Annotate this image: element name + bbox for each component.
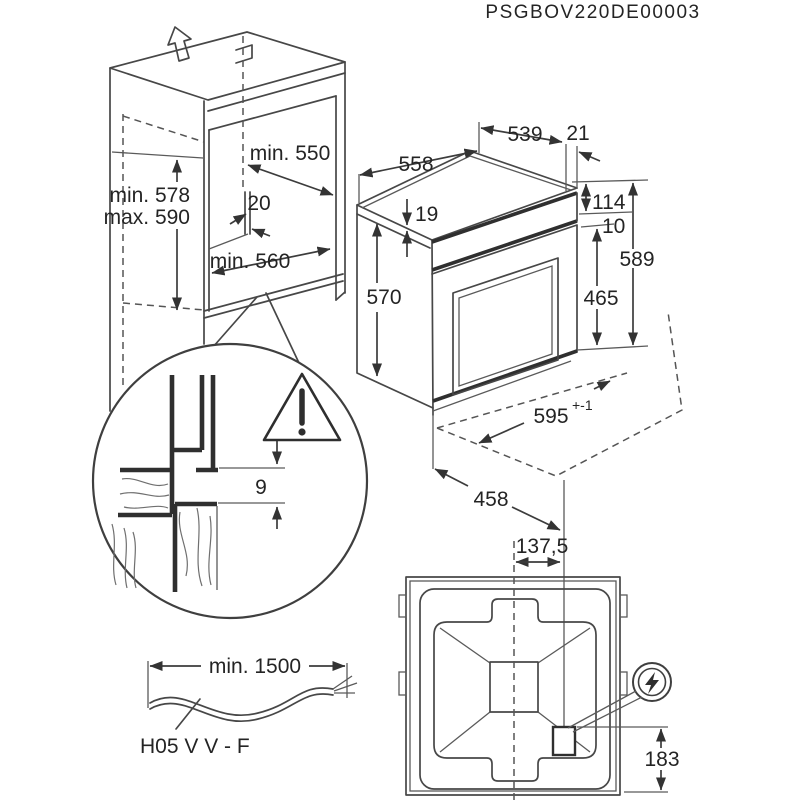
cable-wire-ends	[332, 675, 358, 694]
dim-width: 595	[533, 405, 568, 428]
dim-width-tolerance: +-1	[572, 397, 593, 413]
rear-view-diagram: 137,5 183	[398, 535, 680, 800]
oven-door-window	[452, 257, 559, 396]
dim-depth-body: 539	[507, 123, 542, 146]
dim-height-back: 589	[619, 248, 654, 271]
up-arrow-icon	[167, 26, 192, 62]
cable-curve	[149, 687, 334, 716]
lightning-bolt-icon	[632, 662, 672, 702]
dim-depth-top: min. 550	[250, 142, 331, 165]
cabinet-niche-diagram: min. 550 min. 578 max. 590 20 min. 560	[104, 26, 346, 412]
dim-floor-depth: 458	[473, 488, 508, 511]
document-code-title: PSGBOV220DE00003	[485, 2, 700, 23]
oven-diagram: 558 539 21 19 114 10 589 570 465 595 +-1…	[356, 122, 683, 727]
detail-callout-wedge	[212, 292, 300, 364]
mounting-detail-circle: 9	[91, 342, 369, 620]
warning-triangle-icon	[262, 372, 342, 442]
dim-back-gap: 20	[247, 192, 270, 215]
dim-depth-total: 558	[398, 153, 433, 176]
dim-niche-height-max: max. 590	[104, 206, 190, 229]
dim-height-front: 570	[366, 286, 401, 309]
dim-socket-height: 183	[644, 748, 679, 771]
dim-conduit-offset: 137,5	[516, 535, 569, 558]
power-cable-diagram: min. 1500 H05 V V - F	[140, 655, 358, 758]
dim-panel-height: 114	[592, 191, 626, 214]
dim-front-gap: 9	[255, 476, 267, 499]
dim-top-inset: 19	[415, 203, 438, 226]
dim-door-height: 465	[583, 287, 618, 310]
dim-cable-length: min. 1500	[209, 655, 301, 678]
dim-gap-10: 10	[602, 215, 625, 238]
junction-box	[551, 725, 577, 757]
cable-type-label: H05 V V - F	[140, 735, 250, 758]
dim-niche-height-min: min. 578	[109, 184, 190, 207]
dim-door-overhang: 21	[566, 122, 589, 145]
dim-depth-bottom: min. 560	[210, 250, 291, 273]
